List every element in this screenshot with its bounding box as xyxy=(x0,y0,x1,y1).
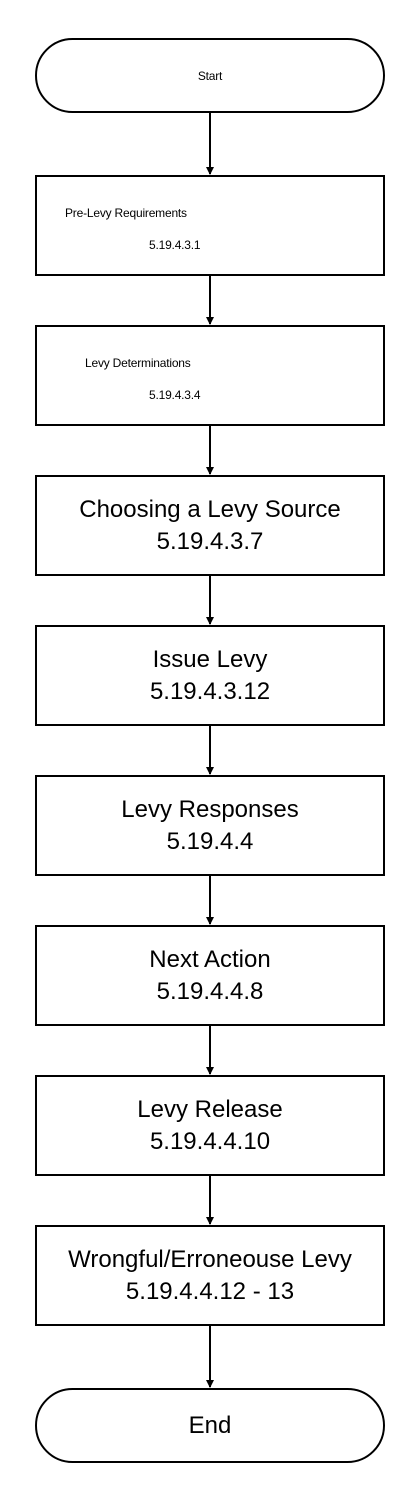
pre-levy-requirements-section: 5.19.4.3.1 xyxy=(149,238,201,252)
choosing-levy-source-box: Choosing a Levy Source 5.19.4.3.7 xyxy=(35,475,385,576)
levy-determinations-box: Levy Determinations 5.19.4.3.4 xyxy=(35,325,385,426)
start-label: Start xyxy=(197,68,223,83)
end-label: End xyxy=(188,1411,232,1439)
end-terminator: End xyxy=(35,1388,385,1463)
pre-levy-requirements-box: Pre-Levy Requirements 5.19.4.3.1 xyxy=(35,175,385,276)
wrongful-levy-section: 5.19.4.4.12 - 13 xyxy=(125,1277,295,1305)
pre-levy-requirements-title: Pre-Levy Requirements xyxy=(65,206,187,220)
choosing-levy-source-section: 5.19.4.3.7 xyxy=(156,527,264,555)
levy-determinations-section: 5.19.4.3.4 xyxy=(149,388,201,402)
issue-levy-box: Issue Levy 5.19.4.3.12 xyxy=(35,625,385,726)
levy-release-title: Levy Release xyxy=(137,1095,283,1123)
choosing-levy-source-title: Choosing a Levy Source xyxy=(79,495,341,523)
next-action-section: 5.19.4.4.8 xyxy=(156,977,264,1005)
next-action-title: Next Action xyxy=(149,945,271,973)
start-terminator: Start xyxy=(35,38,385,113)
levy-release-box: Levy Release 5.19.4.4.10 xyxy=(35,1075,385,1176)
levy-responses-box: Levy Responses 5.19.4.4 xyxy=(35,775,385,876)
levy-responses-title: Levy Responses xyxy=(121,795,299,823)
next-action-box: Next Action 5.19.4.4.8 xyxy=(35,925,385,1026)
levy-determinations-title: Levy Determinations xyxy=(85,356,191,370)
issue-levy-section: 5.19.4.3.12 xyxy=(149,677,271,705)
wrongful-levy-box: Wrongful/Erroneouse Levy 5.19.4.4.12 - 1… xyxy=(35,1225,385,1326)
wrongful-levy-title: Wrongful/Erroneouse Levy xyxy=(68,1245,352,1273)
levy-release-section: 5.19.4.4.10 xyxy=(149,1127,271,1155)
issue-levy-title: Issue Levy xyxy=(152,645,268,673)
levy-responses-section: 5.19.4.4 xyxy=(166,827,254,855)
